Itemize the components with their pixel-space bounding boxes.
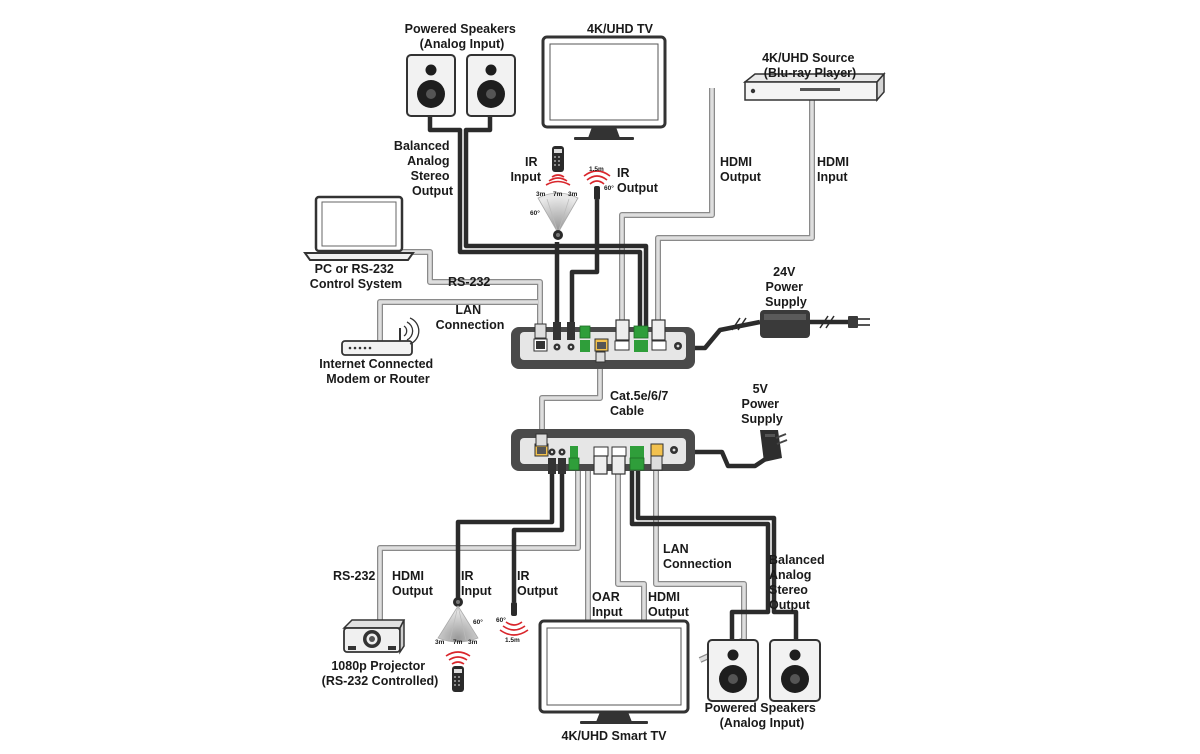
ir-receiver-top: 3m 7m 3m 60° bbox=[530, 146, 579, 240]
ir-top-left-range: 3m bbox=[536, 191, 546, 198]
speakers-bottom bbox=[707, 639, 821, 702]
label-router: Internet Connected Modem or Router bbox=[319, 357, 436, 386]
label-ir-output-bottom: IR Output bbox=[517, 569, 559, 598]
ir-bottom-center-range: 7m bbox=[453, 639, 463, 646]
speaker-left-bottom bbox=[707, 639, 759, 702]
ir-bottom-right-range: 3m bbox=[468, 639, 478, 646]
projector bbox=[342, 619, 406, 655]
cable-top-ir-output bbox=[569, 200, 600, 330]
ir-top-emitter-distance: 1.5m bbox=[589, 166, 604, 173]
label-24v: 24V Power Supply bbox=[765, 265, 807, 309]
ir-top-right-range: 3m bbox=[568, 191, 578, 198]
label-rs232-bottom: RS-232 bbox=[333, 569, 375, 583]
power-supply-24v bbox=[760, 310, 870, 338]
speakers-top bbox=[406, 54, 516, 117]
label-hdmi-output-left: HDMI Output bbox=[392, 569, 434, 598]
cable-top-speaker-audio bbox=[427, 115, 643, 330]
label-ir-input-top: IR Input bbox=[510, 155, 541, 184]
label-speakers-top: Powered Speakers (Analog Input) bbox=[405, 22, 520, 51]
label-ir-input-bottom: IR Input bbox=[461, 569, 492, 598]
ir-top-angle: 60° bbox=[530, 209, 540, 217]
ir-emitter-bottom: 60° 1.5m bbox=[496, 602, 529, 644]
receiver-unit bbox=[511, 429, 695, 471]
label-balanced-top: Balanced Analog Stereo Output bbox=[394, 139, 454, 198]
bluray-player bbox=[742, 72, 886, 102]
smart-tv-bottom bbox=[538, 619, 690, 724]
ir-receiver-bottom: 3m 7m 3m 60° bbox=[435, 597, 483, 692]
cable-24v-power bbox=[690, 319, 761, 351]
ir-emitter-top: 1.5m 60° bbox=[583, 166, 614, 200]
label-lan-bottom: LAN Connection bbox=[663, 542, 732, 571]
ir-top-center-range: 7m bbox=[553, 191, 563, 198]
label-projector: 1080p Projector (RS-232 Controlled) bbox=[322, 659, 439, 688]
cable-bottom-ir-input bbox=[455, 470, 555, 600]
label-rs232-top: RS-232 bbox=[448, 275, 490, 289]
label-smart-tv: 4K/UHD Smart TV bbox=[562, 729, 668, 743]
ir-bottom-emitter-angle: 60° bbox=[496, 616, 506, 624]
speaker-right-bottom bbox=[769, 639, 821, 702]
power-supply-5v bbox=[760, 430, 788, 462]
label-balanced-bottom: Balanced Analog Stereo Output bbox=[769, 553, 828, 612]
label-ir-output-top: IR Output bbox=[617, 166, 659, 195]
label-speakers-bottom: Powered Speakers (Analog Input) bbox=[705, 701, 820, 730]
label-hdmi-input-top: HDMI Input bbox=[817, 155, 852, 184]
label-5v: 5V Power Supply bbox=[741, 382, 783, 426]
bottom-plugs bbox=[535, 433, 663, 475]
laptop-pc bbox=[303, 195, 415, 261]
cable-bottom-speaker-audio bbox=[629, 470, 771, 642]
top-plugs bbox=[534, 319, 666, 363]
router bbox=[341, 317, 420, 356]
label-hdmi-output-top: HDMI Output bbox=[720, 155, 762, 184]
labels: Powered Speakers (Analog Input) 4K/UHD T… bbox=[310, 22, 858, 743]
label-hdmi-output-bottom: HDMI Output bbox=[648, 590, 690, 619]
ir-bottom-left-range: 3m bbox=[435, 639, 445, 646]
cable-5v-power bbox=[688, 449, 772, 469]
speaker-right-top bbox=[466, 54, 516, 117]
speaker-left-top bbox=[406, 54, 456, 117]
label-source: 4K/UHD Source (Blu-ray Player) bbox=[762, 51, 858, 80]
label-oar-input: OAR Input bbox=[592, 590, 623, 619]
tv-top bbox=[541, 35, 667, 140]
ir-top-emitter-angle: 60° bbox=[604, 184, 614, 192]
ir-bottom-emitter-distance: 1.5m bbox=[505, 637, 520, 644]
label-lan-top: LAN Connection bbox=[436, 303, 505, 332]
label-tv-top: 4K/UHD TV bbox=[587, 22, 654, 36]
cable-bottom-ir-output bbox=[511, 470, 565, 602]
ir-bottom-angle: 60° bbox=[473, 618, 483, 626]
label-cable: Cat.5e/6/7 Cable bbox=[610, 389, 672, 418]
label-pc: PC or RS-232 Control System bbox=[310, 262, 402, 291]
